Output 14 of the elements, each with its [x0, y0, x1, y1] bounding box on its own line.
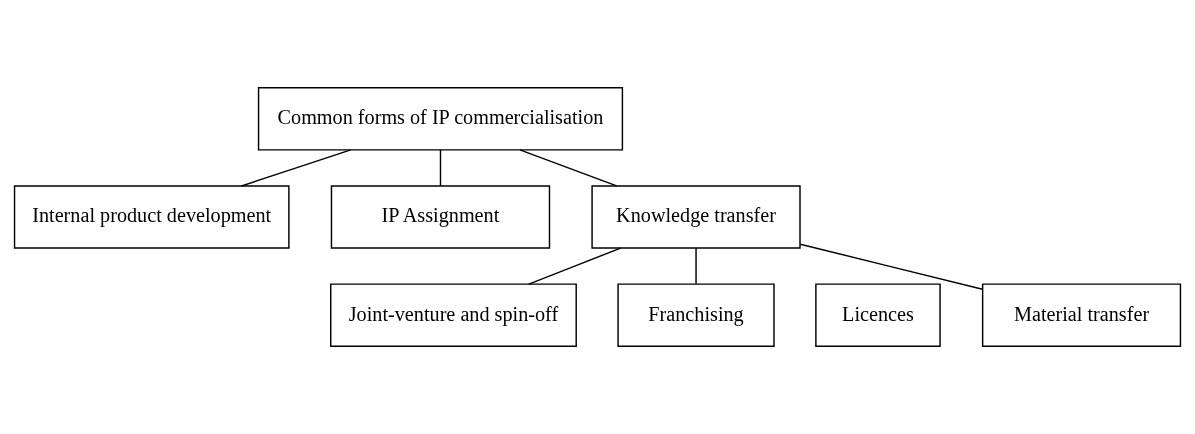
node-box: Franchising: [617, 283, 775, 347]
node-box: Common forms of IP commercialisation: [257, 87, 624, 151]
node-box: Material transfer: [981, 283, 1182, 347]
node-box: Joint-venture and spin-off: [330, 283, 577, 347]
node-box: Licences: [815, 283, 941, 347]
connector: [519, 149, 618, 187]
connector: [439, 149, 442, 187]
connector: [799, 243, 984, 290]
connector: [695, 247, 697, 285]
node-box: Internal product development: [13, 185, 290, 249]
connector: [240, 149, 352, 187]
node-box: IP Assignment: [330, 185, 551, 249]
connector: [528, 247, 622, 285]
node-box: Knowledge transfer: [591, 185, 801, 249]
